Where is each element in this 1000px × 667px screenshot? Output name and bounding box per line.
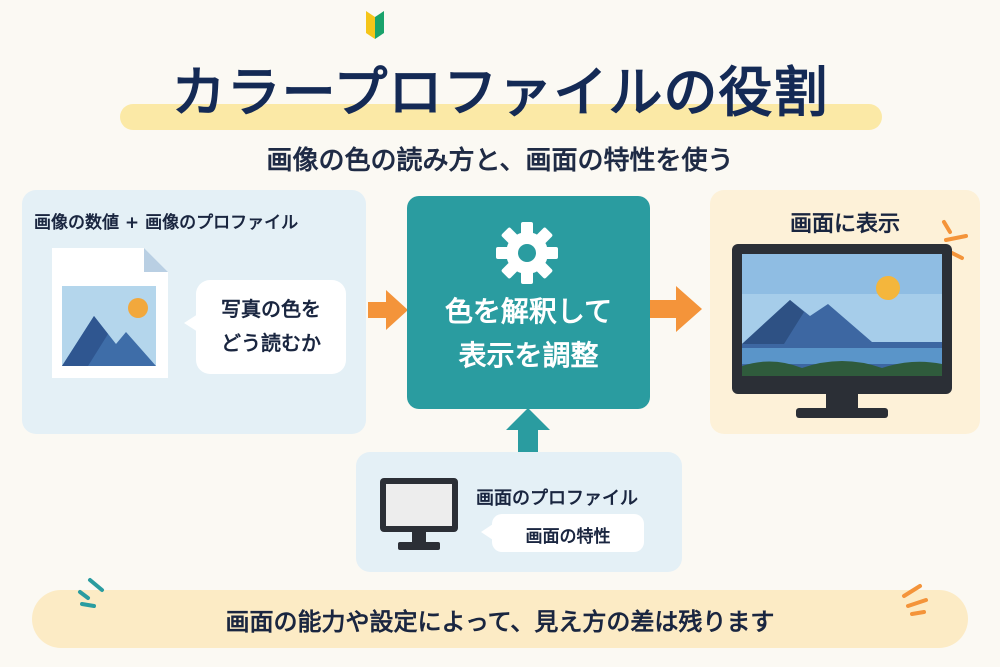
read-color-bubble — [196, 280, 346, 374]
sparkle-icon — [902, 584, 928, 616]
display-profile-card-title: 画面のプロファイル — [476, 488, 638, 509]
read-color-line-1: 写真の色を — [221, 297, 321, 321]
monitor-icon — [380, 478, 458, 550]
interpret-line-2: 表示を調整 — [458, 339, 599, 372]
display-card-title: 画面に表示 — [789, 212, 900, 237]
page-subtitle: 画像の色の読み方と、画面の特性を使う — [266, 146, 734, 176]
image-document-icon — [52, 248, 168, 378]
title-highlight — [120, 104, 882, 130]
arrow-right-icon — [650, 286, 702, 332]
page-title: カラープロファイルの役割 — [171, 61, 829, 124]
beginner-mark-icon — [366, 11, 384, 39]
footer-banner — [32, 590, 968, 648]
sparkle-icon — [78, 578, 104, 608]
read-color-line-2: どう読むか — [221, 331, 321, 355]
arrow-right-icon — [368, 290, 408, 330]
gear-icon — [496, 222, 558, 284]
interpret-adjust-text: 色を解釈して 表示を調整 — [407, 290, 650, 378]
display-property-bubble-text: 画面の特性 — [525, 527, 611, 547]
read-color-bubble-tail — [184, 314, 198, 332]
monitor-landscape-icon — [732, 244, 952, 418]
interpret-line-1: 色を解釈して — [444, 295, 613, 328]
footer-note: 画面の能力や設定によって、見え方の差は残ります — [225, 608, 775, 636]
read-color-bubble-text: 写真の色を どう読むか — [196, 292, 346, 360]
display-property-bubble-tail — [481, 524, 493, 540]
arrow-up-icon — [506, 408, 550, 452]
image-profile-card-title: 画像の数値 + 画像のプロファイル — [34, 213, 299, 233]
display-property-bubble — [492, 514, 644, 552]
